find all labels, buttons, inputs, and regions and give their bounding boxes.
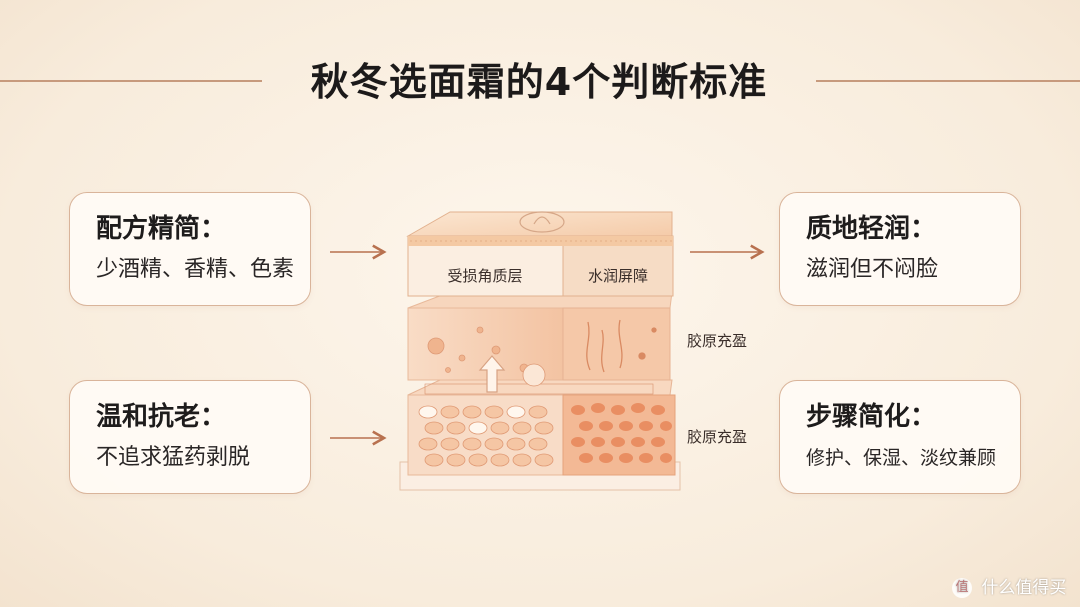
card-texture: 质地轻润： 滋润但不闷脸 <box>779 192 1021 306</box>
stratum-corneum-top-layer: 受损角质层 水润屏障 <box>406 211 674 297</box>
card-texture-heading: 质地轻润： <box>806 214 937 244</box>
droplet-emblem-icon <box>519 211 565 233</box>
label-collagen-middle: 胶原充盈 <box>687 332 748 350</box>
up-arrow-icon <box>478 355 506 393</box>
skin-layer-diagram: 受损角质层 水润屏障 <box>399 211 681 491</box>
card-texture-body: 滋润但不闷脸 <box>806 257 939 282</box>
page-title: 秋冬选面霜的4个判断标准 <box>310 60 768 104</box>
card-gentle-antiaging-heading: 温和抗老： <box>96 402 227 432</box>
card-formula-heading: 配方精简： <box>96 214 227 244</box>
title-rule-right <box>816 80 1080 82</box>
card-formula: 配方精简： 少酒精、香精、色素 <box>69 192 311 306</box>
label-collagen-bottom: 胶原充盈 <box>687 428 748 446</box>
brand-logo-icon: 值 <box>952 578 972 598</box>
brand-watermark: 值 什么值得买 <box>952 573 1067 598</box>
card-gentle-antiaging-body: 不追求猛药剥脱 <box>96 445 251 470</box>
collagen-cells-right <box>571 403 672 463</box>
label-damaged-stratum-corneum: 受损角质层 <box>447 267 522 285</box>
card-simplify-steps: 步骤简化： 修护、保湿、淡纹兼顾 <box>779 380 1021 494</box>
collagen-cells-left <box>418 405 554 467</box>
collagen-middle-layer <box>407 291 673 393</box>
card-simplify-steps-heading: 步骤简化： <box>806 402 937 432</box>
label-hydration-barrier: 水润屏障 <box>588 267 648 285</box>
card-gentle-antiaging: 温和抗老： 不追求猛药剥脱 <box>69 380 311 494</box>
card-formula-body: 少酒精、香精、色素 <box>96 257 295 282</box>
title-area: 秋冬选面霜的4个判断标准 <box>0 52 1080 112</box>
card-simplify-steps-body: 修护、保湿、淡纹兼顾 <box>806 447 997 469</box>
dense-collagen-layer <box>407 379 676 476</box>
title-rule-left <box>0 80 262 82</box>
brand-watermark-text: 什么值得买 <box>981 578 1067 598</box>
